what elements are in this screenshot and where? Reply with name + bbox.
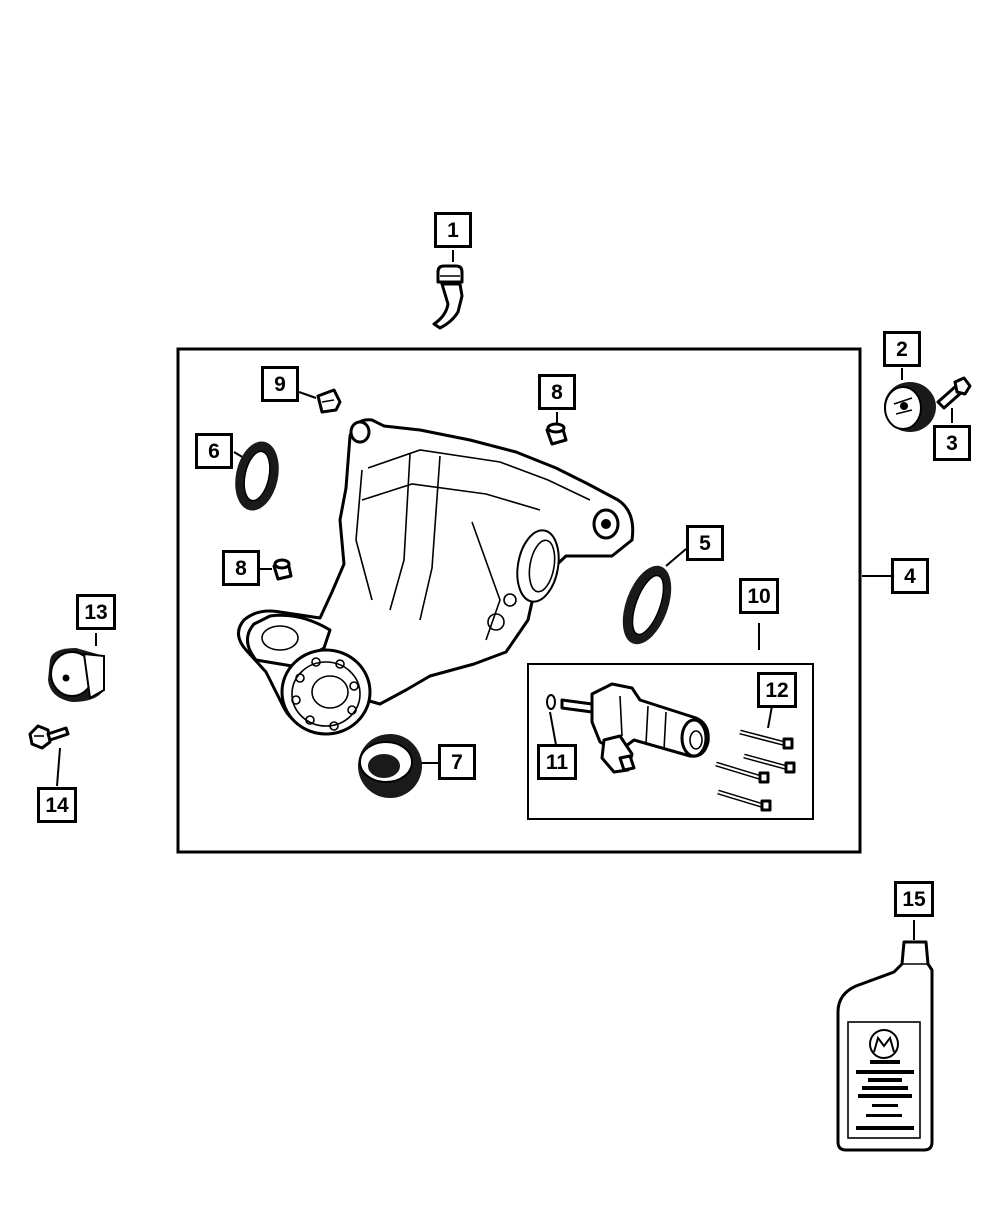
callout-11: 11 bbox=[537, 744, 577, 780]
callout-2: 2 bbox=[883, 331, 921, 367]
callout-8-lower: 8 bbox=[222, 550, 260, 586]
plug-upper bbox=[545, 422, 568, 446]
flange-bolt-holes bbox=[291, 657, 359, 731]
clip bbox=[316, 388, 342, 414]
o-ring bbox=[546, 694, 556, 710]
callout-6: 6 bbox=[195, 433, 233, 469]
bolt-14 bbox=[28, 724, 70, 750]
axle-seal-left bbox=[235, 441, 279, 511]
damper bbox=[884, 382, 936, 432]
callout-15: 15 bbox=[894, 881, 934, 917]
callout-7: 7 bbox=[438, 744, 476, 780]
actuator-motor bbox=[560, 682, 710, 774]
actuator-kit-frame bbox=[527, 663, 814, 820]
pinion-seal bbox=[358, 734, 422, 798]
callout-12: 12 bbox=[757, 672, 797, 708]
callout-3: 3 bbox=[933, 425, 971, 461]
leader-lines bbox=[56, 250, 953, 940]
callout-4: 4 bbox=[891, 558, 929, 594]
callout-5: 5 bbox=[686, 525, 724, 561]
bushing bbox=[48, 648, 105, 702]
screws bbox=[715, 729, 796, 812]
callout-8-upper: 8 bbox=[538, 374, 576, 410]
callout-1: 1 bbox=[434, 212, 472, 248]
plug-lower bbox=[272, 558, 293, 581]
callout-13: 13 bbox=[76, 594, 116, 630]
assembly-frame bbox=[176, 347, 862, 854]
callout-9: 9 bbox=[261, 366, 299, 402]
bolt-3 bbox=[936, 376, 972, 410]
axle-seal-right bbox=[622, 565, 672, 645]
callout-14: 14 bbox=[37, 787, 77, 823]
callout-10: 10 bbox=[739, 578, 779, 614]
fluid-bottle bbox=[836, 940, 934, 1152]
vent-tube bbox=[432, 264, 464, 330]
differential-housing bbox=[237, 418, 635, 736]
